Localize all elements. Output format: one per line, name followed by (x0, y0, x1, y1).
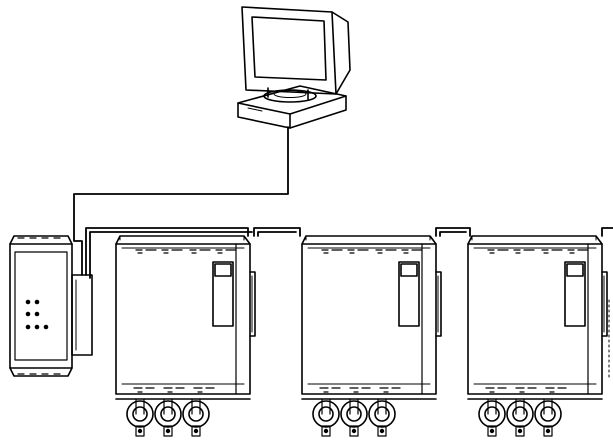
computer-icon (237, 6, 351, 129)
network-cables (73, 126, 613, 279)
soft-starter-drive-1 (115, 235, 256, 437)
soft-starter-drive-2 (301, 235, 442, 437)
cable-gateway-to-drive1 (85, 227, 249, 276)
soft-starter-drive-3 (467, 235, 608, 437)
status-led-icons (25, 299, 49, 330)
cable-drive1-to-drive2 (253, 227, 301, 237)
gateway-module (9, 235, 93, 377)
cable-pc-to-gateway (73, 126, 289, 276)
cable-drive2-to-drive3 (435, 227, 471, 237)
